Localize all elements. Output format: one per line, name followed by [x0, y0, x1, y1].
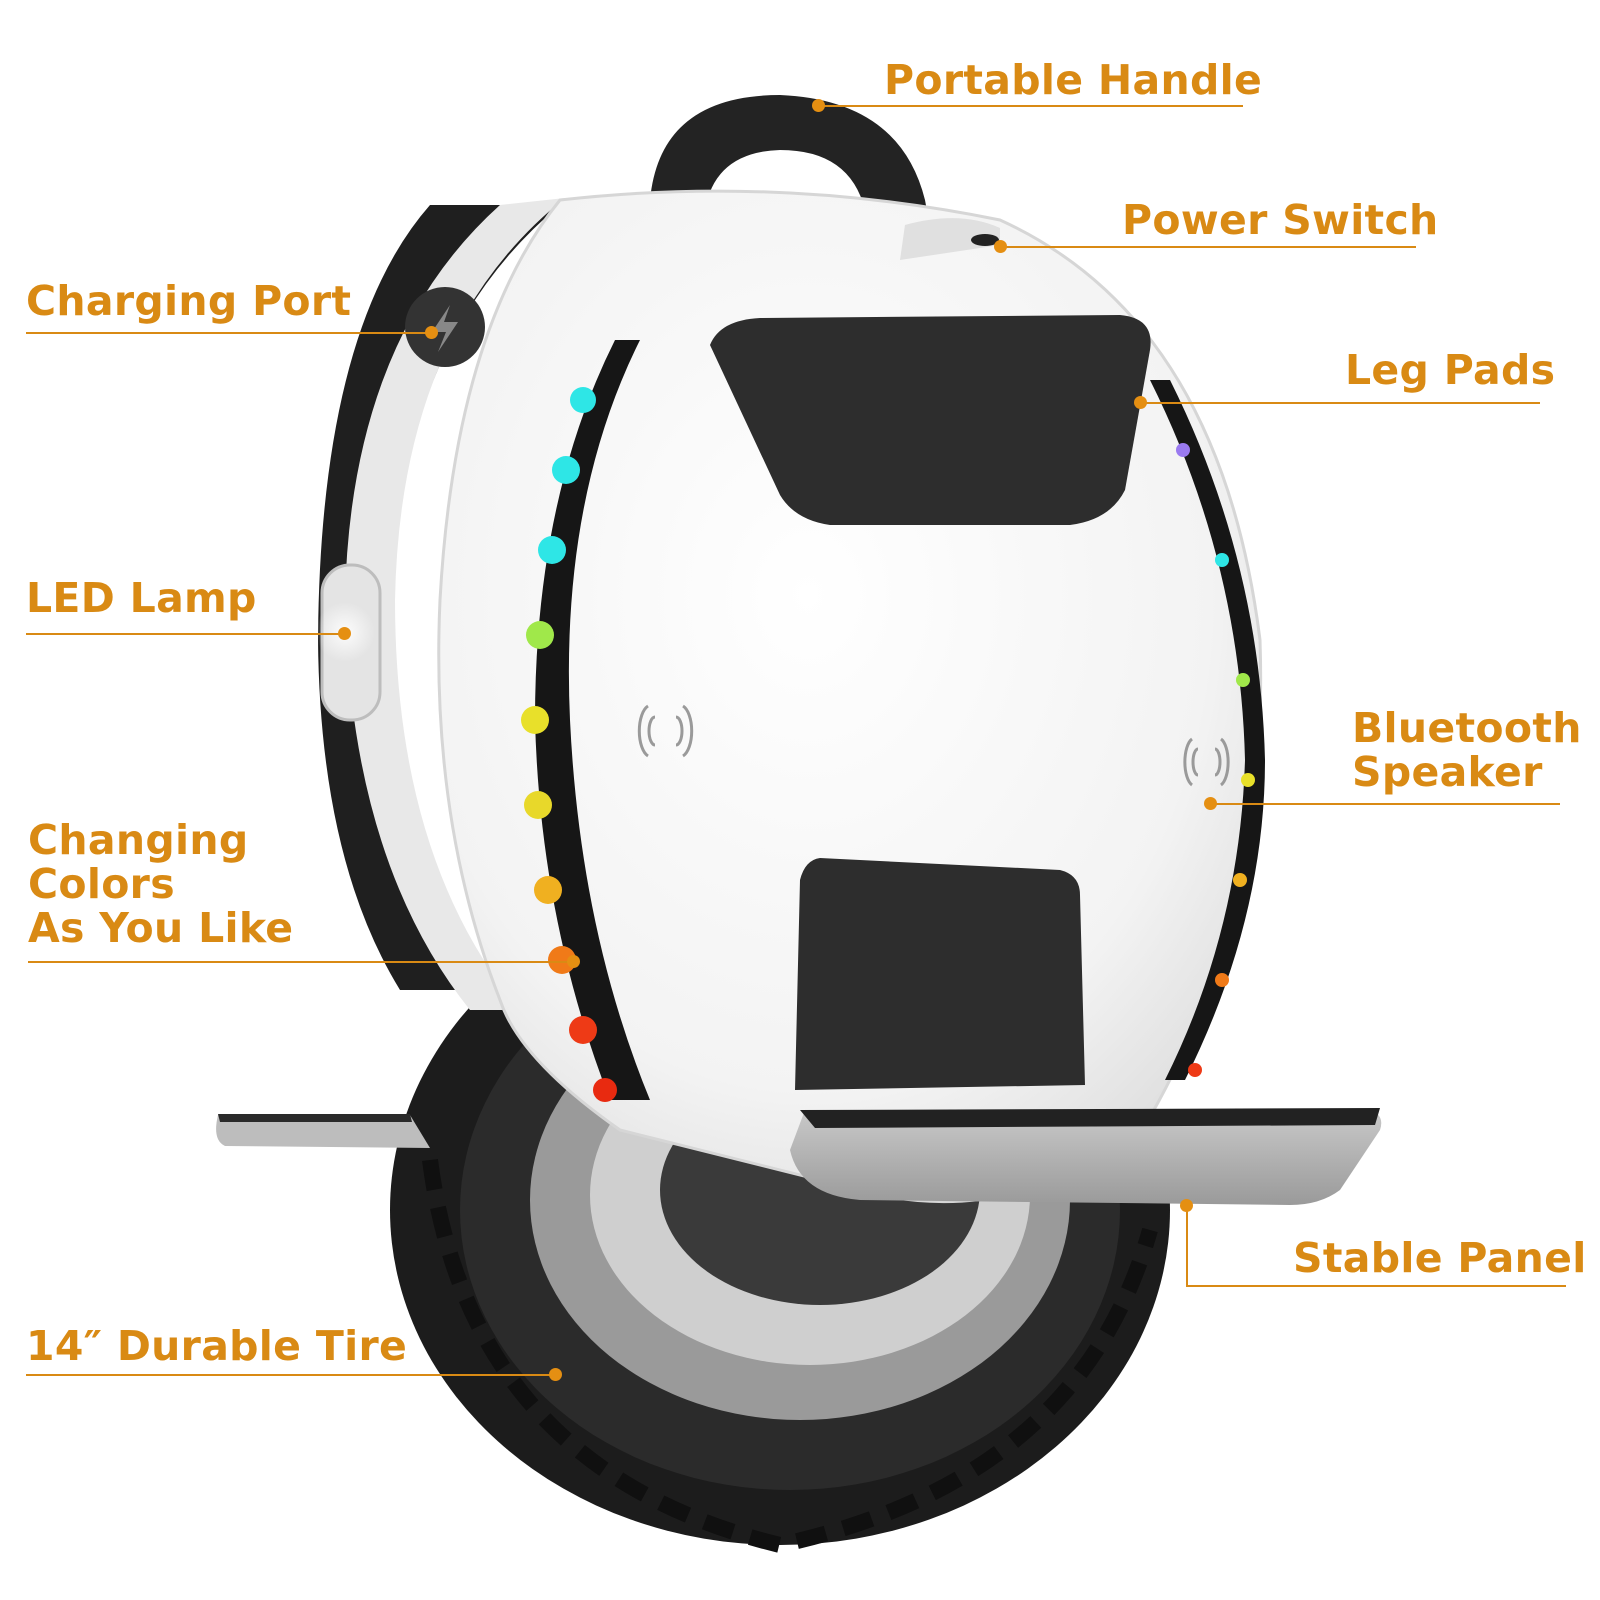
callout-power-switch-dot	[994, 240, 1007, 253]
callout-portable-handle-dot	[812, 99, 825, 112]
callout-portable-handle-line	[818, 105, 1243, 107]
callout-leg-pads-dot	[1134, 396, 1147, 409]
led-lamp-housing	[315, 563, 382, 722]
callout-stable-panel-vline	[1186, 1205, 1188, 1287]
callout-charging-port-line	[26, 332, 432, 334]
callout-bluetooth-speaker-line	[1210, 803, 1560, 805]
callout-charging-port-dot	[425, 326, 438, 339]
callout-changing-colors-dot	[567, 955, 580, 968]
handle	[650, 95, 935, 300]
led-strip-left	[521, 387, 617, 1102]
callout-durable-tire-line	[26, 1374, 561, 1376]
callout-durable-tire-dot	[549, 1368, 562, 1381]
speaker-grille-left	[637, 704, 694, 758]
callout-stable-panel-dot	[1180, 1199, 1193, 1212]
callout-changing-colors-label: Changing Colors As You Like	[28, 816, 294, 952]
callout-led-lamp-label: LED Lamp	[26, 574, 257, 622]
leg-pads	[710, 315, 1151, 1090]
callout-bluetooth-speaker-label: Bluetooth Speaker	[1352, 704, 1582, 796]
callout-durable-tire-label: 14″ Durable Tire	[26, 1322, 408, 1370]
callout-power-switch-line	[1000, 246, 1416, 248]
callout-stable-panel-line	[1186, 1285, 1566, 1287]
callout-changing-colors-line	[28, 961, 573, 963]
speaker-grille-right	[1183, 737, 1230, 787]
callout-charging-port-label: Charging Port	[26, 277, 352, 325]
power-switch-body	[900, 218, 1000, 260]
outer-shell	[318, 198, 565, 1010]
callout-bluetooth-speaker-dot	[1204, 797, 1217, 810]
callout-led-lamp-dot	[338, 627, 351, 640]
pedals	[216, 1108, 1382, 1205]
callout-leg-pads-line	[1140, 402, 1540, 404]
callout-led-lamp-line	[26, 633, 346, 635]
callout-leg-pads-label: Leg Pads	[1345, 346, 1556, 394]
charging-port-cover	[405, 287, 485, 367]
callout-power-switch-label: Power Switch	[1122, 196, 1439, 244]
led-strip-right	[1176, 443, 1255, 1077]
callout-portable-handle-label: Portable Handle	[884, 56, 1263, 104]
callout-stable-panel-label: Stable Panel	[1293, 1234, 1587, 1282]
